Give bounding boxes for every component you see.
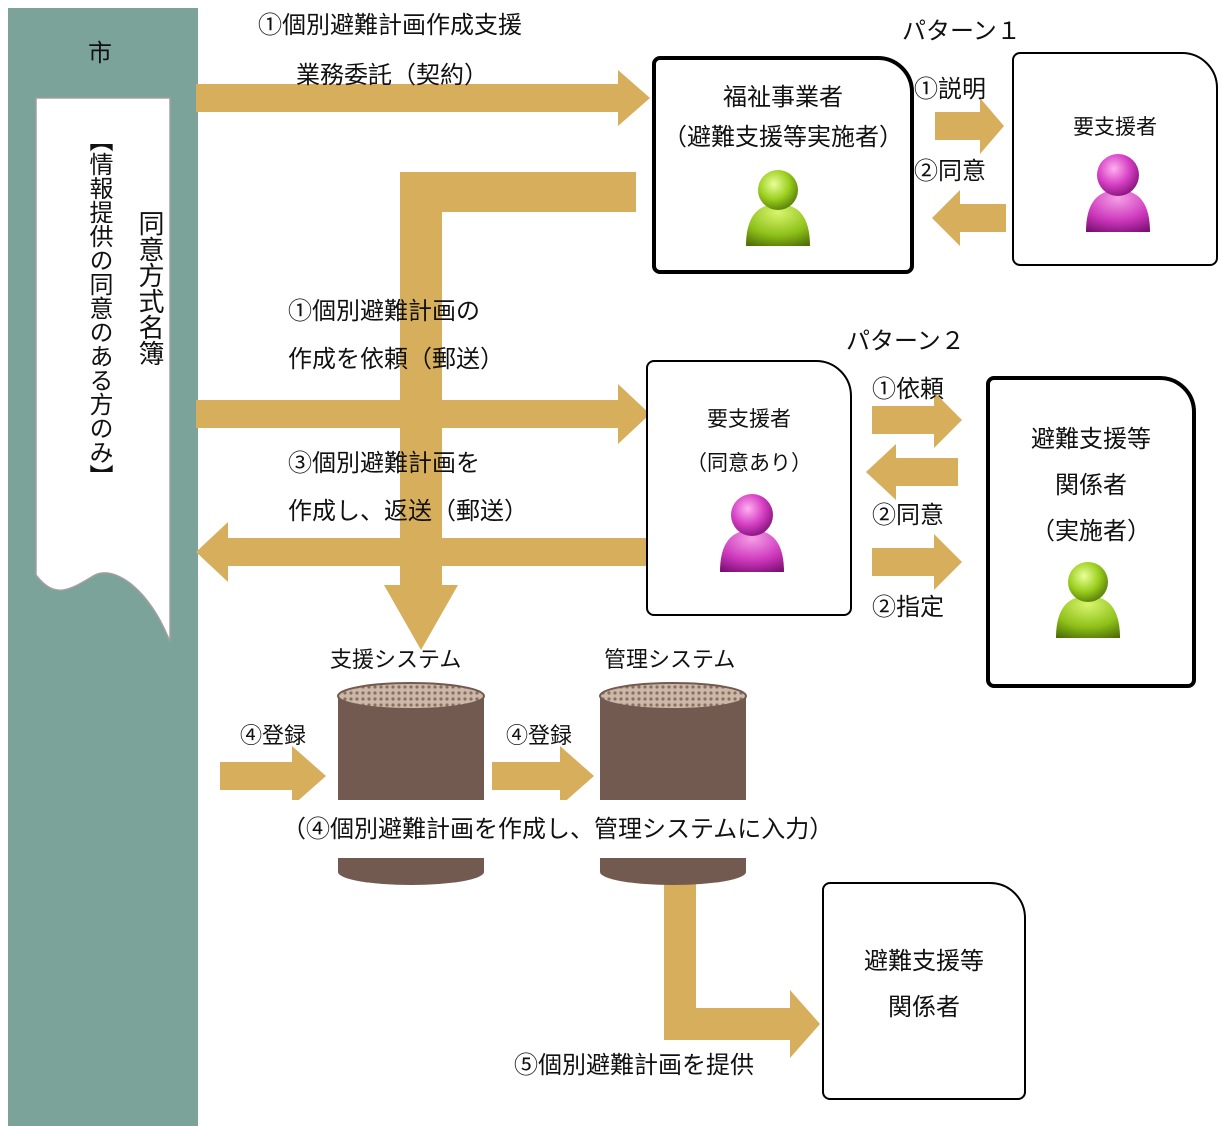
provide-target-box: 避難支援等 関係者 bbox=[822, 882, 1026, 1100]
designate-arrow bbox=[872, 534, 962, 590]
person-2-consent: （同意あり） bbox=[686, 451, 812, 475]
supporter-line1: 避難支援等 bbox=[1031, 425, 1151, 453]
request-arrow bbox=[196, 384, 650, 444]
systems-note: （④個別避難計画を作成し、管理システムに入力） bbox=[282, 815, 834, 843]
return-label-line1: ③個別避難計画を bbox=[288, 449, 480, 477]
provider-role: （避難支援等実施者） bbox=[663, 123, 903, 151]
provide-arrow bbox=[664, 884, 820, 1058]
consent-arrow-1 bbox=[932, 190, 1006, 246]
register-arrow-1 bbox=[220, 746, 326, 806]
consent-label-1: ②同意 bbox=[914, 157, 986, 185]
roster-subtitle: 【情報提供の同意のある方のみ】 bbox=[85, 128, 113, 488]
person-1-label: 要支援者 bbox=[1073, 115, 1157, 139]
ask-arrow bbox=[872, 392, 962, 448]
return-arrow bbox=[196, 522, 652, 582]
person-magenta-icon-1 bbox=[1086, 154, 1150, 232]
commission-arrow bbox=[196, 70, 650, 126]
consent-label-2: ②同意 bbox=[872, 501, 944, 529]
request-label-line1: ①個別避難計画の bbox=[288, 297, 480, 325]
support-system-label: 支援システム bbox=[330, 648, 462, 673]
provide-target-line1: 避難支援等 bbox=[864, 947, 984, 975]
pattern1-label: パターン１ bbox=[902, 17, 1021, 45]
explain-arrow bbox=[935, 98, 1004, 154]
note-backdrop bbox=[270, 800, 910, 858]
register-label-1: ④登録 bbox=[240, 724, 307, 749]
supporter-line3: （実施者） bbox=[1031, 517, 1151, 545]
request-label-line2: 作成を依頼（郵送） bbox=[288, 345, 504, 373]
provider-name: 福祉事業者 bbox=[723, 83, 843, 111]
supporter-line2: 関係者 bbox=[1055, 471, 1127, 499]
provide-label: ⑤個別避難計画を提供 bbox=[514, 1051, 754, 1079]
designate-label: ②指定 bbox=[872, 593, 944, 621]
register-arrow-2 bbox=[492, 746, 594, 806]
pattern2-label: パターン２ bbox=[846, 327, 965, 355]
person-magenta-icon-2 bbox=[720, 494, 784, 572]
ask-label: ①依頼 bbox=[872, 375, 944, 403]
commission-label-line1: ①個別避難計画作成支援 bbox=[258, 11, 522, 39]
consent-arrow-2 bbox=[866, 444, 958, 500]
return-label-line2: 作成し、返送（郵送） bbox=[288, 497, 528, 525]
register-label-2: ④登録 bbox=[506, 724, 573, 749]
person-green-icon-2 bbox=[1056, 562, 1120, 638]
person-2-label: 要支援者 bbox=[707, 407, 791, 431]
provide-target-line2: 関係者 bbox=[888, 993, 960, 1021]
explain-label: ①説明 bbox=[914, 75, 986, 103]
management-system-label: 管理システム bbox=[604, 648, 736, 673]
roster-title: 同意方式名簿 bbox=[134, 210, 164, 366]
commission-label-line2: 業務委託（契約） bbox=[296, 61, 488, 89]
city-label: 市 bbox=[88, 39, 112, 67]
person-box-2: 要支援者 （同意あり） bbox=[646, 360, 852, 616]
person-green-icon-1 bbox=[746, 170, 810, 246]
